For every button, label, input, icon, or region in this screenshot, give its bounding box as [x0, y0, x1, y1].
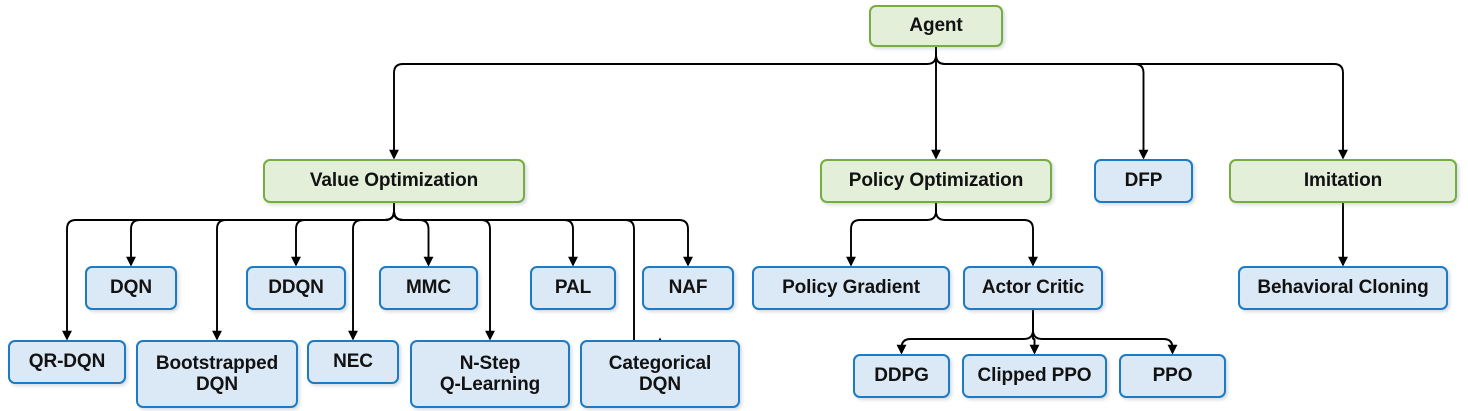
edge-policy-optimization-to-policy-gradient — [846, 203, 937, 267]
node-ddpg: DDPG — [853, 354, 950, 398]
node-label: Imitation — [1303, 170, 1383, 192]
node-n-step-q-learning: N-Step Q-Learning — [410, 340, 570, 408]
node-label: PPO — [1152, 365, 1193, 387]
node-policy-gradient: Policy Gradient — [752, 266, 950, 310]
node-policy-optimization: Policy Optimization — [820, 159, 1052, 203]
node-label: N-Step Q-Learning — [439, 352, 541, 395]
node-label: DDQN — [268, 277, 324, 299]
node-dqn: DQN — [85, 266, 177, 310]
node-label: NAF — [668, 277, 708, 299]
node-bootstrapped-dqn: Bootstrapped DQN — [136, 340, 298, 408]
node-label: Agent — [909, 15, 963, 37]
node-clipped-ppo: Clipped PPO — [962, 354, 1107, 398]
node-label: Policy Gradient — [782, 277, 920, 299]
edge-actor-critic-to-ddpg — [896, 310, 1034, 355]
node-naf: NAF — [642, 266, 734, 310]
node-label: DQN — [110, 277, 152, 299]
node-label: Policy Optimization — [848, 170, 1024, 192]
edge-agent-to-value-optimization — [389, 47, 937, 160]
edge-value-optimization-to-ddqn — [291, 203, 395, 267]
node-dfp: DFP — [1094, 159, 1193, 203]
node-label: NEC — [333, 351, 373, 373]
edge-actor-critic-to-clipped-ppo — [1029, 310, 1040, 355]
node-mmc: MMC — [379, 266, 478, 310]
node-behavioral-cloning: Behavioral Cloning — [1238, 266, 1448, 310]
node-value-optimization: Value Optimization — [263, 159, 525, 203]
node-label: QR-DQN — [28, 351, 106, 373]
edge-value-optimization-to-mmc — [393, 203, 434, 267]
node-agent: Agent — [869, 5, 1003, 47]
node-pal: PAL — [530, 266, 616, 310]
edge-policy-optimization-to-actor-critic — [935, 203, 1038, 267]
edge-agent-to-imitation — [935, 47, 1348, 160]
node-nec: NEC — [307, 340, 399, 384]
node-label: Value Optimization — [309, 170, 479, 192]
node-ppo: PPO — [1119, 354, 1226, 398]
node-label: Clipped PPO — [977, 365, 1092, 387]
edge-actor-critic-to-ppo — [1032, 310, 1178, 355]
edge-value-optimization-to-naf — [393, 203, 693, 267]
node-label: DFP — [1124, 170, 1163, 192]
node-label: PAL — [554, 277, 592, 299]
node-actor-critic: Actor Critic — [963, 266, 1103, 310]
edge-value-optimization-to-pal — [393, 203, 578, 267]
node-label: Actor Critic — [981, 277, 1085, 299]
node-imitation: Imitation — [1229, 159, 1457, 203]
node-label: Categorical DQN — [608, 352, 712, 395]
node-label: DDPG — [874, 365, 929, 387]
node-qr-dqn: QR-DQN — [8, 340, 126, 384]
node-label: Behavioral Cloning — [1257, 277, 1429, 299]
node-label: Bootstrapped DQN — [155, 352, 279, 395]
node-ddqn: DDQN — [246, 266, 346, 310]
node-label: MMC — [405, 277, 452, 299]
edge-value-optimization-to-dqn — [126, 203, 395, 267]
node-categorical-dqn: Categorical DQN — [580, 340, 740, 408]
